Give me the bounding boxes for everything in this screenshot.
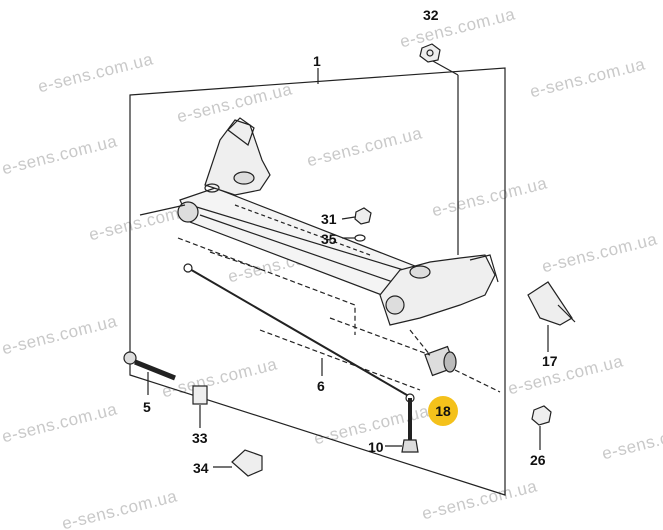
callout-31: 31 bbox=[321, 211, 337, 227]
washer-part-35 bbox=[354, 234, 366, 242]
callout-6: 6 bbox=[317, 378, 325, 394]
bushing-part-18 bbox=[424, 345, 457, 377]
callout-33: 33 bbox=[192, 430, 208, 446]
callout-26: 26 bbox=[530, 452, 546, 468]
clip-part-33 bbox=[192, 385, 208, 405]
callout-35: 35 bbox=[321, 231, 337, 247]
bolt-part-10 bbox=[401, 398, 419, 453]
panhard-rod bbox=[187, 267, 413, 399]
callout-5: 5 bbox=[143, 399, 151, 415]
assembly-frame bbox=[129, 67, 506, 496]
nut-part-32 bbox=[419, 43, 441, 63]
callout-10: 10 bbox=[368, 439, 384, 455]
clamp-part-34 bbox=[231, 449, 263, 477]
callout-18-highlighted[interactable]: 18 bbox=[428, 396, 458, 426]
nut-part-31 bbox=[354, 207, 372, 225]
spindle-hub bbox=[527, 281, 573, 326]
callout-1: 1 bbox=[313, 53, 321, 69]
bolt-part-5 bbox=[123, 351, 176, 381]
callout-17: 17 bbox=[542, 353, 558, 369]
nut-part-26 bbox=[531, 405, 552, 426]
callout-32: 32 bbox=[423, 7, 439, 23]
right-trailing-arm bbox=[379, 254, 496, 326]
callout-34: 34 bbox=[193, 460, 209, 476]
